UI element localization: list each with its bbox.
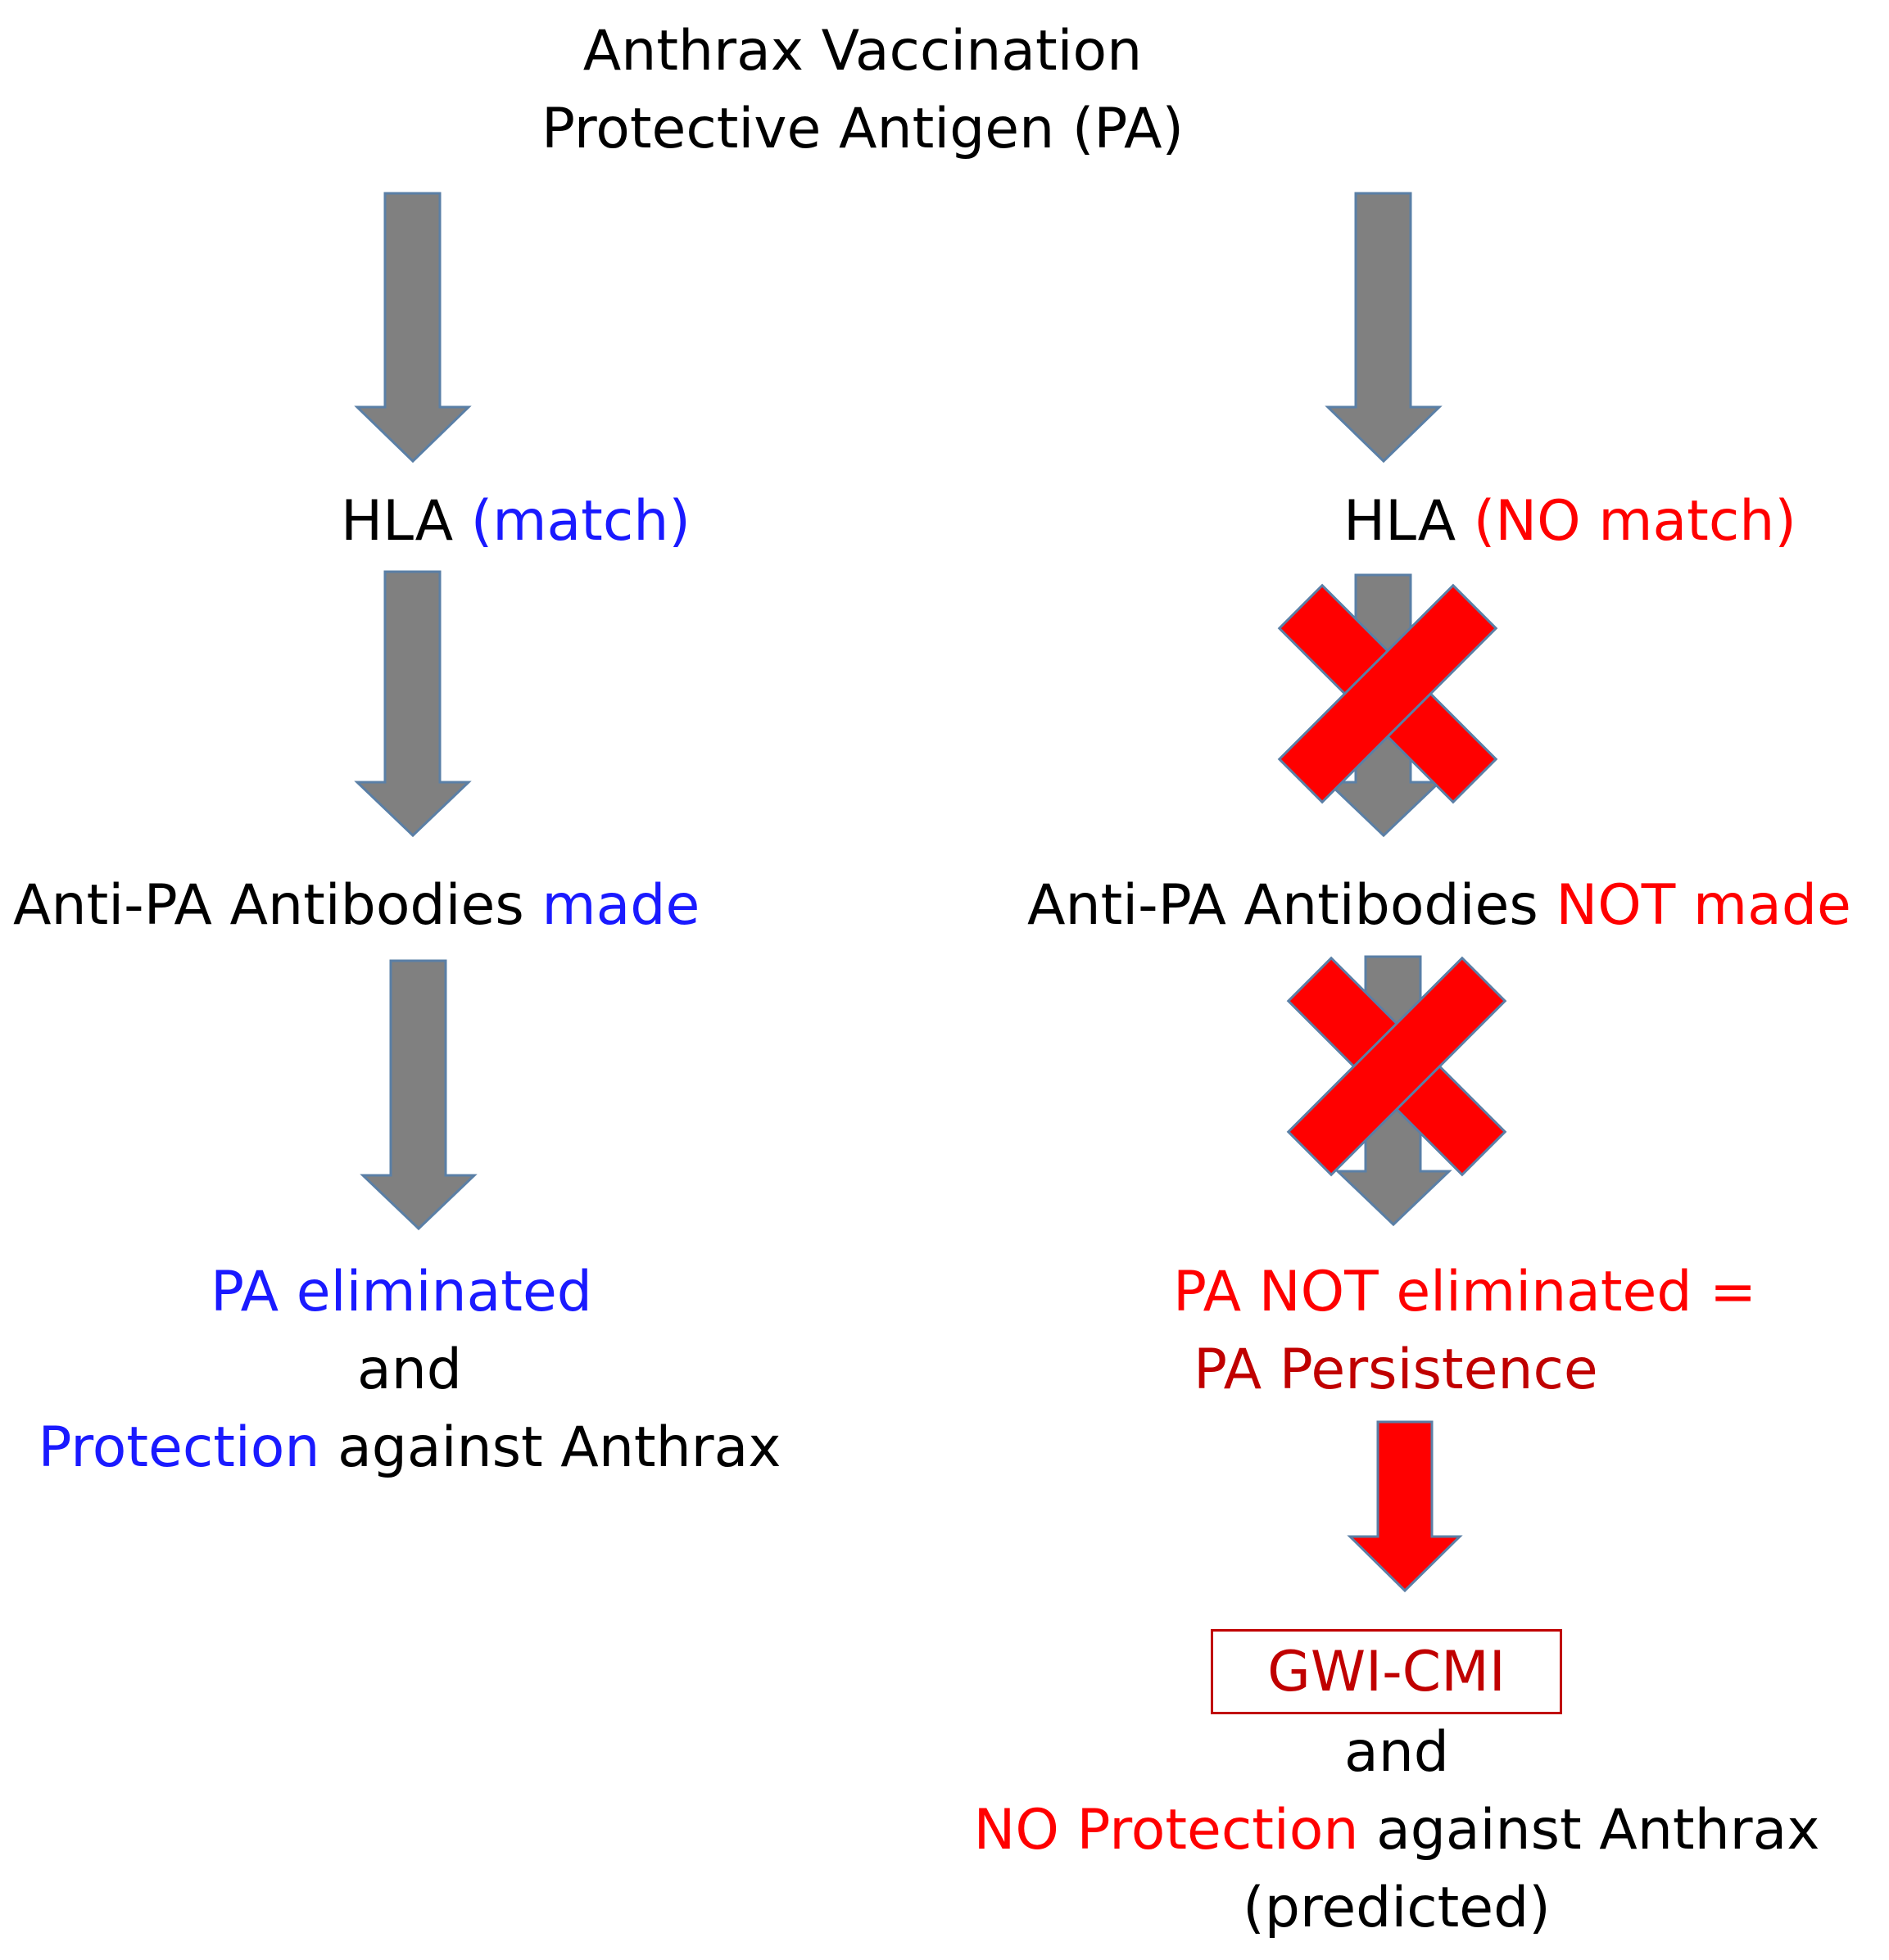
- and-text: and: [357, 1338, 462, 1402]
- no-protection-line: NO Protection against Anthrax: [905, 1791, 1888, 1869]
- antibodies-not-made-status: NOT made: [1556, 873, 1851, 938]
- antibodies-prefix: Anti-PA Antibodies: [13, 873, 524, 938]
- right-final-outcome: and NO Protection against Anthrax (predi…: [905, 1713, 1888, 1947]
- gwi-cmi-box: GWI-CMI: [1211, 1629, 1562, 1714]
- hla-no-match-status: (NO match): [1473, 489, 1796, 554]
- arrow-left-1: [354, 192, 472, 464]
- arrow-left-2: [354, 570, 472, 838]
- pa-eliminated-text: PA eliminated: [211, 1260, 592, 1324]
- arrow-right-1: [1325, 192, 1443, 464]
- pa-persistence-text: PA Persistence: [1194, 1338, 1598, 1402]
- protection-rest: against Anthrax: [319, 1415, 781, 1480]
- pa-not-eliminated-text: PA NOT eliminated =: [1173, 1260, 1757, 1324]
- title-line-1: Anthrax Vaccination: [582, 19, 1143, 84]
- and-text: and: [1344, 1720, 1449, 1785]
- arrow-left-3: [360, 959, 478, 1231]
- blocked-x-icon: [1277, 583, 1498, 804]
- hla-match-status: (match): [470, 489, 691, 554]
- hla-prefix: HLA: [341, 489, 454, 554]
- predicted-text: (predicted): [1243, 1876, 1551, 1940]
- left-outcome: PA eliminated and Protection against Ant…: [0, 1253, 819, 1487]
- antibodies-made-status: made: [541, 873, 700, 938]
- left-hla-label: HLA (match): [341, 494, 691, 550]
- arrow-persistence-red: [1347, 1420, 1463, 1593]
- antibodies-prefix: Anti-PA Antibodies: [1027, 873, 1538, 938]
- gwi-cmi-label: GWI-CMI: [1267, 1639, 1506, 1704]
- title-line-2: Protective Antigen (PA): [541, 97, 1185, 161]
- left-antibodies-label: Anti-PA Antibodies made: [13, 878, 700, 934]
- no-protection-highlight: NO Protection: [973, 1798, 1359, 1863]
- right-hla-label: HLA (NO match): [1343, 494, 1796, 550]
- blocked-x-icon: [1286, 956, 1507, 1177]
- hla-prefix: HLA: [1343, 489, 1456, 554]
- diagram-title: Anthrax Vaccination Protective Antigen (…: [453, 12, 1272, 168]
- protection-highlight: Protection: [38, 1415, 320, 1480]
- no-protection-rest: against Anthrax: [1358, 1798, 1820, 1863]
- protection-line: Protection against Anthrax: [0, 1409, 819, 1487]
- right-antibodies-label: Anti-PA Antibodies NOT made: [1027, 878, 1851, 934]
- right-outcome: PA NOT eliminated = PA Persistence: [1173, 1253, 1756, 1409]
